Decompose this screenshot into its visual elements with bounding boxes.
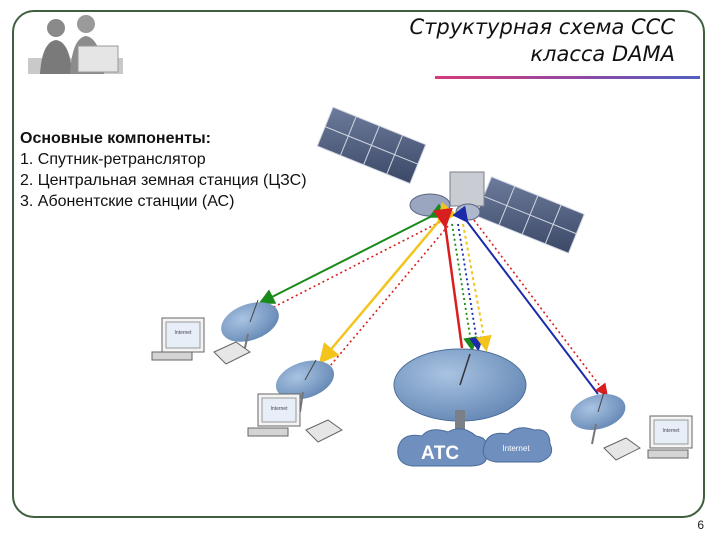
internet-cloud-label: Internet bbox=[502, 444, 530, 453]
component-item-subscriber-stations: 3. Абонентские станции (АС) bbox=[20, 193, 235, 210]
ats-label: АТС bbox=[421, 443, 459, 464]
title-line-2: класса DAMA bbox=[530, 42, 675, 66]
component-item-satellite: 1. Спутник-ретранслятор bbox=[20, 151, 206, 168]
central-earth-station bbox=[393, 348, 527, 434]
slide-frame bbox=[12, 10, 705, 518]
computer-1: Internet bbox=[151, 317, 251, 365]
ats-cloud: АТС bbox=[397, 428, 488, 467]
business-people-logo bbox=[28, 15, 123, 74]
subscriber-station-3 bbox=[570, 391, 626, 445]
solar-panel-right bbox=[475, 176, 585, 254]
subscriber-station-1 bbox=[221, 299, 279, 353]
title-line-1: Структурная схема ССС bbox=[409, 15, 675, 39]
internet-cloud: Internet bbox=[482, 427, 553, 463]
components-list: Основные компоненты: 1. Спутник-ретрансл… bbox=[20, 128, 307, 212]
screen-label-1: Internet bbox=[175, 330, 193, 336]
components-heading: Основные компоненты: bbox=[20, 130, 211, 147]
computer-3: Internet bbox=[603, 415, 693, 461]
screen-label-3: Internet bbox=[663, 428, 681, 434]
screen-label-2: Internet bbox=[271, 406, 289, 412]
slide-title: Структурная схема ССС класса DAMA bbox=[409, 14, 675, 68]
title-underline bbox=[435, 76, 700, 79]
satellite-relay bbox=[316, 106, 585, 254]
solar-panel-left bbox=[316, 106, 427, 185]
component-item-central-station: 2. Центральная земная станция (ЦЗС) bbox=[20, 172, 307, 189]
page-number: 6 bbox=[697, 518, 704, 532]
computer-2: Internet bbox=[247, 393, 343, 443]
